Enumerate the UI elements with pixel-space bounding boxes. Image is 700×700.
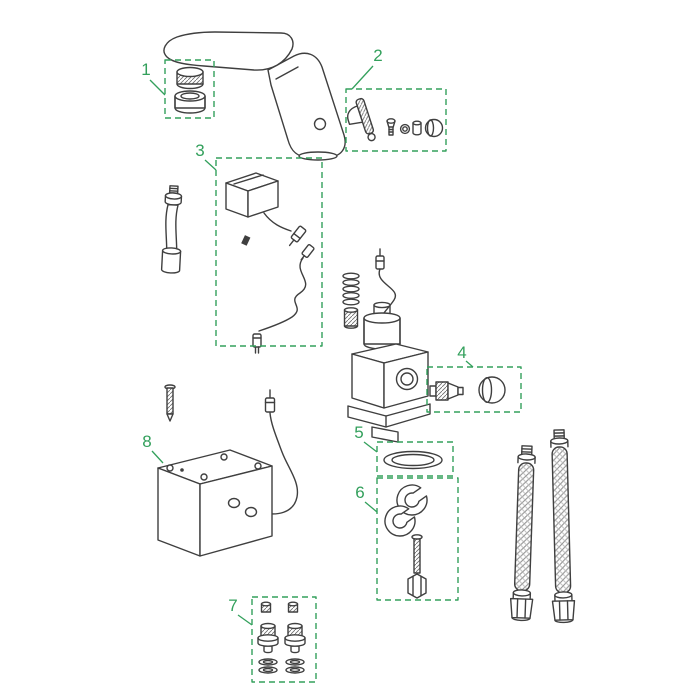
cable-plug-b [300, 244, 315, 261]
junction-box [157, 449, 273, 557]
part-6-mounting-kit [384, 484, 428, 599]
threaded-rod [411, 534, 423, 574]
callout-4-box [426, 366, 522, 413]
washer-1 [258, 658, 278, 674]
fork-washer-2 [384, 505, 416, 537]
valve-body [351, 343, 429, 409]
cap-nut-1 [260, 601, 272, 613]
callout-5-leader [363, 441, 378, 453]
cable-clip [241, 235, 251, 246]
part-8-control-box [157, 384, 299, 557]
piston-pin [412, 120, 422, 136]
callout-3-box [215, 157, 323, 347]
callout-7: 7 [228, 596, 317, 683]
hex-nut [407, 573, 427, 599]
part-7-fittings [257, 601, 306, 674]
callout-4-label: 4 [457, 343, 466, 362]
callout-6-leader [364, 501, 378, 513]
callout-6: 6 [355, 477, 459, 601]
callout-5: 5 [354, 423, 454, 477]
callout-2-box [345, 88, 447, 152]
solenoid-plug [375, 248, 385, 270]
sensor-module-box [225, 172, 279, 218]
callout-2: 2 [345, 46, 447, 152]
spring [342, 272, 360, 306]
callout-5-box [376, 441, 454, 477]
fitting-2 [284, 622, 306, 654]
callout-1: 1 [141, 59, 215, 119]
valve-assembly [342, 248, 431, 443]
part-5-gasket [383, 450, 443, 470]
callout-1-leader [149, 79, 166, 96]
flex-hose-short [160, 185, 183, 274]
cable-plug-end [252, 333, 262, 354]
washer-2 [285, 658, 305, 674]
callout-6-box [376, 477, 459, 601]
valve-base [347, 403, 431, 443]
pivot-lever [347, 97, 376, 142]
callout-6-label: 6 [355, 483, 364, 502]
supply-hose-1 [509, 445, 536, 622]
solenoid-cable [378, 268, 397, 314]
sensor-window-icon [313, 117, 327, 131]
cable-plug-a [288, 225, 307, 247]
callout-2-label: 2 [373, 46, 382, 65]
cover-cap [478, 376, 506, 404]
cartridge [343, 307, 359, 329]
callout-8-label: 8 [142, 432, 151, 451]
part-2-sensor-kit [347, 97, 444, 142]
callout-3-leader [204, 159, 217, 171]
callout-2-leader [351, 65, 374, 90]
part-4-fitting-kit [429, 376, 506, 404]
module-cable-upper [263, 212, 292, 232]
check-valve-fitting [429, 381, 464, 401]
solenoid-valve [363, 301, 401, 350]
callout-3-label: 3 [195, 141, 204, 160]
callout-5-label: 5 [354, 423, 363, 442]
callout-7-leader [237, 614, 253, 626]
box-cable-connector [264, 389, 276, 413]
cap-nut-2 [287, 601, 299, 613]
callout-8-leader [151, 450, 164, 464]
end-cap [424, 118, 444, 138]
callout-4-leader [465, 360, 474, 368]
box-cable [255, 412, 299, 515]
callout-8: 8 [142, 432, 164, 464]
callout-1-label: 1 [141, 60, 150, 79]
aerator-insert [176, 66, 204, 90]
callout-4: 4 [426, 343, 522, 413]
callout-7-box [251, 596, 317, 683]
aerator-shell [174, 90, 206, 114]
callout-3: 3 [195, 141, 323, 347]
supply-hose-2 [550, 429, 576, 624]
anchor-screw [164, 384, 176, 422]
small-screw [386, 118, 396, 136]
part-1-aerator [174, 66, 206, 114]
module-cable-lower [258, 257, 307, 332]
part-3-sensor-module [225, 172, 315, 354]
fitting-1 [257, 622, 279, 654]
callout-7-label: 7 [228, 596, 237, 615]
o-ring-small [399, 123, 411, 135]
callout-1-box [164, 59, 215, 119]
